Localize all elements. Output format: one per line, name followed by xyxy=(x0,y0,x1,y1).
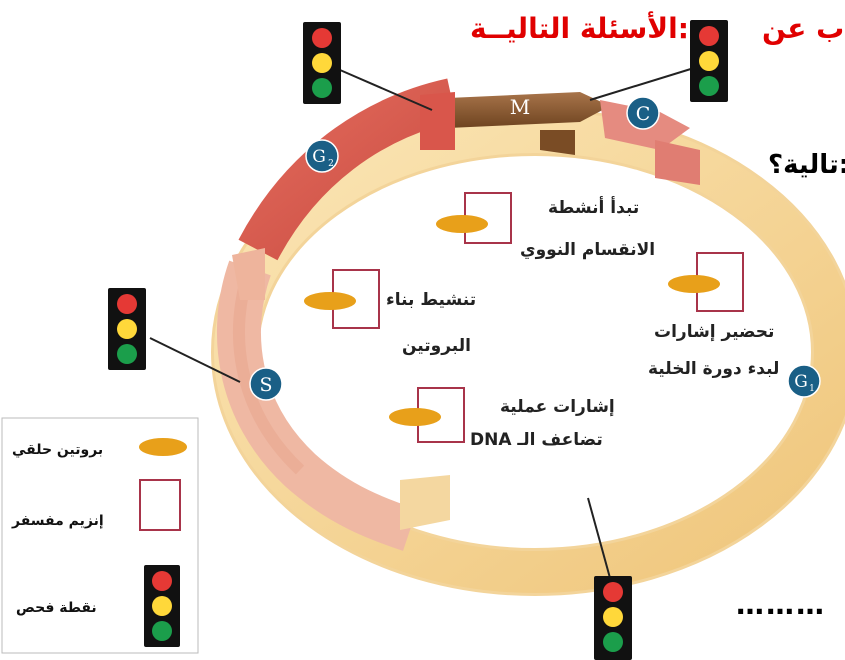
legend-enzyme-label: إنزيم مفسفر xyxy=(12,513,104,529)
cyclin-nuclear xyxy=(436,215,488,233)
checkpoint-line-m xyxy=(589,67,695,101)
header-line2: تالية؟: xyxy=(768,150,845,180)
legend xyxy=(1,417,199,654)
label-dna-line2: تضاعف الـ DNA xyxy=(470,430,603,450)
badge-g2-sub: 2 xyxy=(328,159,334,169)
cyclin-signals xyxy=(668,275,720,293)
badge-g1-sub: 1 xyxy=(809,384,815,394)
protein-synthesis-complex xyxy=(304,269,380,329)
cyclin-protein xyxy=(304,292,356,310)
badge-g1: G 1 xyxy=(787,364,821,398)
legend-cyclin-icon xyxy=(139,438,187,456)
checkpoint-line-g2m xyxy=(339,69,433,111)
label-protein-line2: البروتين xyxy=(402,336,471,356)
label-protein-line1: تنشيط بناء xyxy=(386,290,477,310)
badge-c-label: C xyxy=(636,103,651,125)
legend-enzyme-icon xyxy=(139,479,181,531)
checkpoint-line-s xyxy=(149,337,241,383)
cyclin-dna xyxy=(389,408,441,426)
label-nuclear-line2: الانقسام النووي xyxy=(520,240,656,260)
checkpoint-icon-left xyxy=(108,288,146,370)
badge-s-label: S xyxy=(259,374,272,396)
nuclear-division-complex xyxy=(436,192,512,244)
badge-c: C xyxy=(626,96,660,130)
checkpoint-icon-bottom xyxy=(594,576,632,660)
legend-checkpoint-icon xyxy=(144,565,180,647)
checkpoint-icon-top-right xyxy=(690,20,728,102)
legend-cyclin-label: بروتين حلقي xyxy=(12,442,104,458)
badge-g1-label: G xyxy=(794,372,808,392)
label-nuclear-line1: تبدأ أنشطة xyxy=(548,198,640,218)
label-dna-line1: إشارات عملية xyxy=(500,397,615,417)
legend-checkpoint-label: نقطة فحص xyxy=(16,600,97,616)
label-signals-line2: لبدء دورة الخلية xyxy=(648,359,780,379)
checkpoint-line-g1 xyxy=(587,497,611,579)
dna-replication-complex xyxy=(389,387,465,443)
label-signals-line1: تحضير إشارات xyxy=(654,322,775,342)
answer-dots: ……… xyxy=(736,588,826,621)
m-phase-label: M xyxy=(510,95,530,119)
header-line1-left: ب عن xyxy=(762,12,845,45)
signals-complex xyxy=(668,252,744,312)
m-phase-band xyxy=(448,92,610,128)
badge-s: S xyxy=(249,367,283,401)
checkpoint-icon-top-left xyxy=(303,22,341,104)
badge-g2: G 2 xyxy=(305,139,339,173)
badge-g2-label: G xyxy=(312,147,326,167)
header-line1-right: الأسئلة التاليــة: xyxy=(470,12,689,45)
